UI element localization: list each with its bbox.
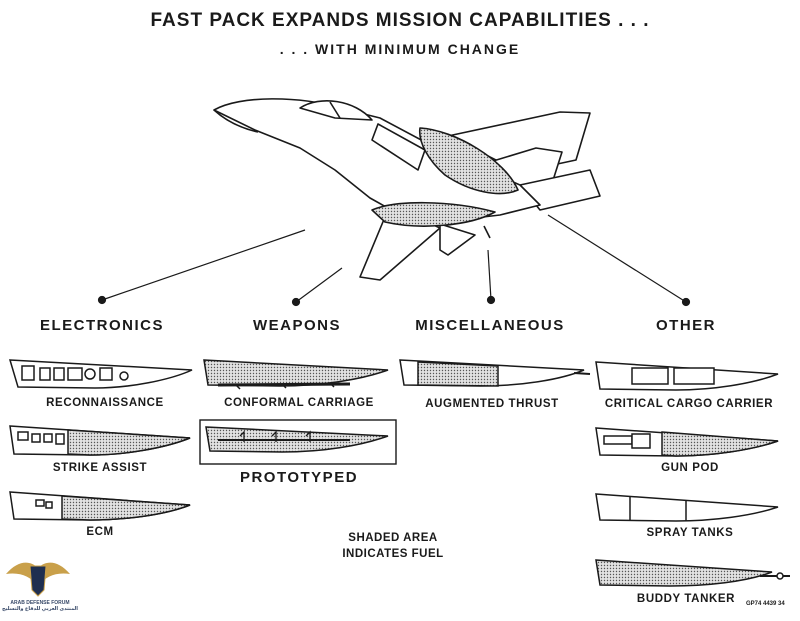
- pod-ecm: [9, 491, 191, 521]
- pod-conformal-carriage: [203, 359, 389, 390]
- label-prototyped: PROTOTYPED: [239, 469, 359, 486]
- label-strike-assist: STRIKE ASSIST: [52, 462, 148, 474]
- pod-spray-tanks: [595, 493, 779, 522]
- figure-code: GP74 4439 34: [746, 601, 785, 607]
- pod-buddy-tanker: [595, 559, 790, 587]
- pod-gun-pod: [595, 427, 779, 457]
- page-title: FAST PACK EXPANDS MISSION CAPABILITIES .…: [150, 10, 650, 31]
- category-weapons: WEAPONS: [252, 317, 341, 334]
- watermark-text: ARAB DEFENSE FORUM المنتدى العربي للدفاع…: [2, 600, 78, 612]
- pod-critical-cargo: [595, 361, 779, 391]
- prototyped-box: [199, 419, 397, 465]
- label-reconnaissance: RECONNAISSANCE: [46, 397, 164, 409]
- pod-prototyped: [205, 426, 389, 453]
- pod-reconnaissance: [8, 359, 193, 389]
- aircraft-illustration: [213, 98, 601, 281]
- fuel-legend-line-2: INDICATES FUEL: [342, 548, 444, 560]
- label-gun-pod: GUN POD: [661, 462, 719, 474]
- pod-strike-assist: [9, 425, 191, 456]
- fuel-legend-line-1: SHADED AREA: [348, 532, 438, 544]
- watermark-emblem: [6, 562, 70, 597]
- label-augmented-thrust: AUGMENTED THRUST: [425, 398, 559, 410]
- category-other: OTHER: [656, 317, 716, 334]
- page-subtitle: . . . WITH MINIMUM CHANGE: [279, 41, 521, 57]
- fuel-legend-note: SHADED AREA INDICATES FUEL: [318, 530, 468, 562]
- watermark-line-1: ARAB DEFENSE FORUM: [10, 600, 70, 606]
- label-spray-tanks: SPRAY TANKS: [646, 527, 734, 539]
- watermark-line-2: المنتدى العربي للدفاع والتسليح: [2, 606, 79, 612]
- label-ecm: ECM: [86, 526, 114, 538]
- pod-augmented-thrust: [399, 359, 591, 387]
- category-miscellaneous: MISCELLANEOUS: [415, 317, 565, 334]
- category-electronics: ELECTRONICS: [39, 317, 164, 334]
- label-conformal-carriage: CONFORMAL CARRIAGE: [224, 397, 374, 409]
- label-buddy-tanker: BUDDY TANKER: [636, 593, 736, 605]
- connector-lines: [97, 214, 691, 307]
- label-critical-cargo-carrier: CRITICAL CARGO CARRIER: [604, 398, 774, 410]
